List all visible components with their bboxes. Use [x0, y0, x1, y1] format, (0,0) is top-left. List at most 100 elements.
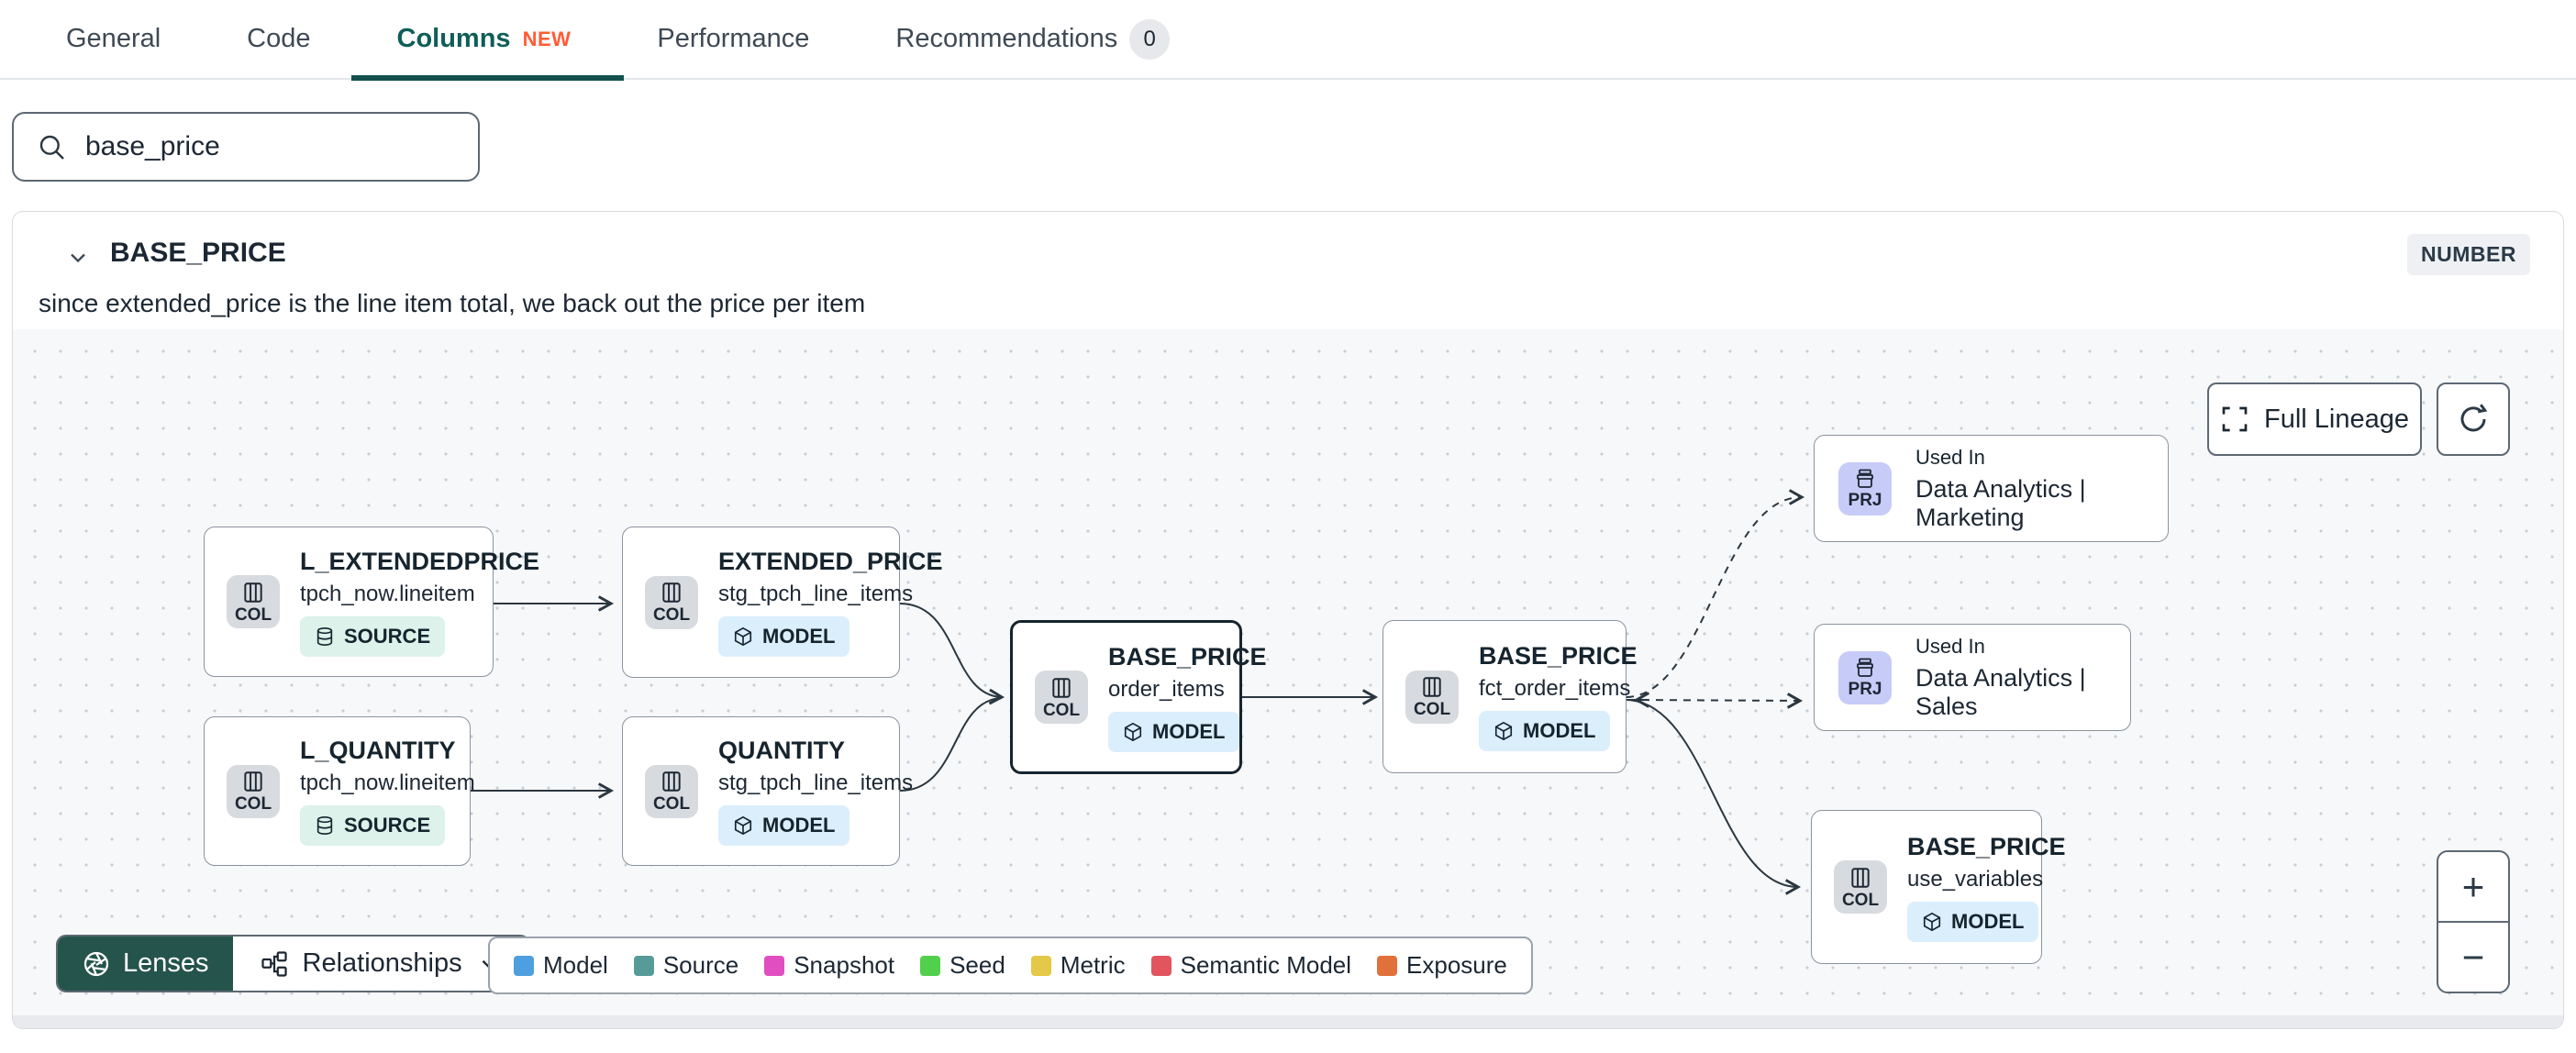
node-subtitle: tpch_now.lineitem	[300, 581, 475, 606]
database-icon	[316, 626, 333, 646]
node-title: BASE_PRICE	[1108, 642, 1267, 671]
refresh-icon	[2460, 404, 2488, 432]
tab-performance[interactable]: Performance	[657, 0, 809, 79]
model-badge: MODEL	[1479, 711, 1611, 751]
project-icon: PRJ	[1838, 461, 1892, 515]
node-title: L_EXTENDEDPRICE	[300, 547, 540, 575]
node-subtitle: use_variables	[1907, 866, 2044, 892]
count-badge: 0	[1129, 18, 1171, 60]
column-description: since extended_price is the line item to…	[39, 289, 866, 317]
source-swatch	[633, 955, 654, 976]
tab-label: General	[66, 24, 161, 53]
zoom-in-button[interactable]: +	[2438, 852, 2508, 923]
column-name-title: BASE_PRICE	[110, 238, 286, 268]
cube-icon	[1923, 912, 1941, 931]
legend-item-model: Model	[514, 951, 608, 980]
source-badge: SOURCE	[300, 615, 446, 657]
legend-item-metric: Metric	[1030, 951, 1126, 980]
node-subtitle: stg_tpch_line_items	[718, 582, 914, 606]
lineage-node-used-in-marketing[interactable]: PRJ Used In Data Analytics | Marketing	[1814, 435, 2169, 542]
tab-code[interactable]: Code	[247, 0, 310, 79]
project-icon: PRJ	[1838, 650, 1892, 704]
lenses-button[interactable]: Lenses	[58, 937, 233, 991]
tab-general[interactable]: General	[66, 0, 161, 79]
lineage-canvas[interactable]: COL L_EXTENDEDPRICE tpch_now.lineitem SO…	[13, 329, 2563, 1015]
search-input[interactable]	[12, 112, 480, 182]
column-icon: COL	[1405, 670, 1459, 724]
expand-icon	[2222, 406, 2248, 432]
column-icon: COL	[1035, 671, 1088, 724]
legend-item-snapshot: Snapshot	[764, 951, 894, 980]
seed-swatch	[920, 955, 941, 976]
node-type-legend: Model Source Snapshot Seed Metric	[488, 937, 1533, 994]
node-subtitle: fct_order_items	[1479, 676, 1631, 701]
node-subtitle: Data Analytics | Sales	[1915, 663, 2086, 720]
lineage-node-used-in-sales[interactable]: PRJ Used In Data Analytics | Sales	[1814, 624, 2131, 731]
node-title: BASE_PRICE	[1479, 642, 1638, 670]
column-type-badge: NUMBER	[2407, 234, 2530, 275]
tab-label: Performance	[657, 24, 810, 53]
tab-label: Columns	[396, 24, 511, 53]
column-icon: COL	[227, 575, 280, 628]
metric-swatch	[1030, 955, 1051, 976]
aperture-icon	[83, 951, 109, 976]
lineage-node-base-price-order-items[interactable]: COL BASE_PRICE order_items MODEL	[1010, 620, 1267, 774]
column-icon: COL	[645, 575, 698, 629]
legend-item-semantic-model: Semantic Model	[1150, 951, 1351, 980]
model-badge: MODEL	[1108, 711, 1240, 752]
cube-icon	[734, 626, 752, 647]
column-panel: BASE_PRICE NUMBER since extended_price i…	[12, 211, 2564, 1029]
node-title: BASE_PRICE	[1907, 832, 2066, 860]
model-badge: MODEL	[718, 616, 850, 657]
relationships-icon	[261, 950, 287, 977]
node-subtitle: order_items	[1108, 676, 1225, 702]
node-title: QUANTITY	[718, 737, 845, 764]
full-lineage-button[interactable]: Full Lineage	[2207, 382, 2422, 456]
zoom-out-button[interactable]: −	[2461, 935, 2485, 979]
search-container	[12, 112, 480, 182]
database-icon	[316, 816, 333, 835]
model-swatch	[514, 955, 534, 976]
tab-bar: General Code Columns NEW Performance Rec…	[0, 0, 2576, 81]
lineage-edges	[471, 489, 1805, 895]
model-badge: MODEL	[1907, 901, 2039, 942]
node-title: EXTENDED_PRICE	[718, 548, 943, 575]
snapshot-swatch	[764, 955, 785, 976]
refresh-button[interactable]	[2437, 382, 2510, 456]
lineage-node-l-extendedprice[interactable]: COL L_EXTENDEDPRICE tpch_now.lineitem SO…	[204, 526, 539, 677]
tab-recommendations[interactable]: Recommendations 0	[895, 0, 1171, 79]
legend-item-exposure: Exposure	[1377, 951, 1507, 980]
lineage-node-quantity[interactable]: COL QUANTITY stg_tpch_line_items MODEL	[622, 716, 913, 866]
horizontal-scrollbar[interactable]	[13, 1015, 2563, 1028]
chevron-down-icon[interactable]	[65, 245, 91, 271]
column-icon: COL	[227, 764, 280, 818]
node-subtitle: Data Analytics | Marketing	[1915, 474, 2086, 531]
tab-columns[interactable]: Columns NEW	[350, 0, 625, 81]
cube-icon	[1494, 721, 1513, 741]
cube-icon	[734, 815, 752, 836]
lineage-node-extended-price[interactable]: COL EXTENDED_PRICE stg_tpch_line_items M…	[622, 526, 943, 678]
node-title: Used In	[1915, 445, 1985, 469]
lineage-node-l-quantity[interactable]: COL L_QUANTITY tpch_now.lineitem SOURCE	[204, 716, 475, 866]
column-icon: COL	[645, 764, 698, 818]
semantic-model-swatch	[1150, 955, 1171, 976]
lineage-node-base-price-use-variables[interactable]: COL BASE_PRICE use_variables MODEL	[1811, 810, 2066, 964]
node-subtitle: tpch_now.lineitem	[300, 770, 475, 795]
legend-item-source: Source	[633, 951, 738, 980]
lens-toolbar: Lenses Relationships	[56, 935, 530, 992]
search-icon	[39, 135, 64, 160]
source-badge: SOURCE	[300, 805, 446, 846]
tab-label: Recommendations	[895, 24, 1118, 53]
relationships-dropdown[interactable]: Relationships	[232, 937, 528, 991]
lineage-node-base-price-fct-order-items[interactable]: COL BASE_PRICE fct_order_items MODEL	[1382, 620, 1638, 773]
model-badge: MODEL	[718, 805, 850, 846]
new-badge: NEW	[522, 27, 572, 50]
cube-icon	[1124, 722, 1142, 741]
node-subtitle: stg_tpch_line_items	[718, 770, 914, 795]
tab-label: Code	[247, 24, 311, 53]
node-title: L_QUANTITY	[300, 737, 456, 764]
zoom-controls: + −	[2437, 850, 2510, 993]
legend-item-seed: Seed	[920, 951, 1005, 980]
exposure-swatch	[1377, 955, 1398, 976]
